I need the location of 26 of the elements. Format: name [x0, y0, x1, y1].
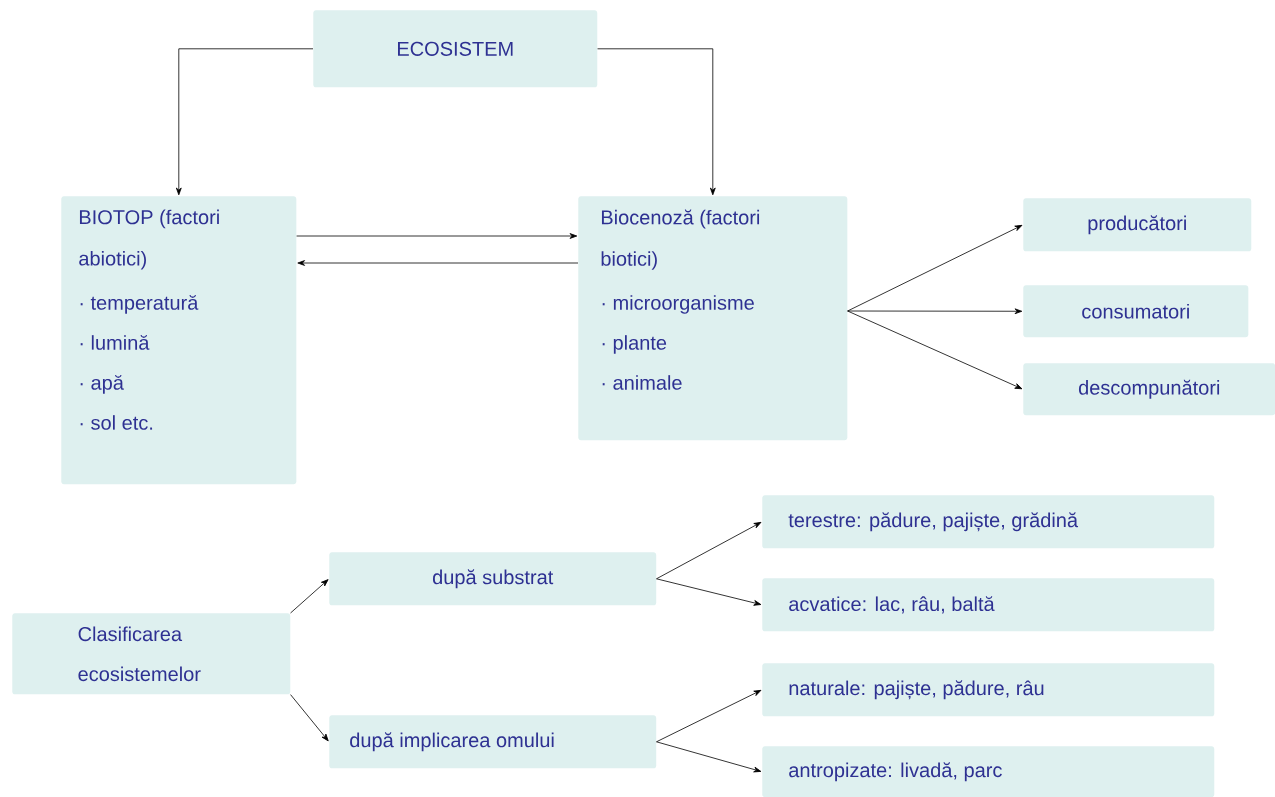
text-box: consumatori [1023, 285, 1249, 338]
text-box: după substrat [329, 552, 657, 606]
arrow [656, 578, 762, 606]
text-box: Biocenoză (factori biotici) · microorganisme · plante · animale [578, 196, 848, 441]
arrow [847, 224, 1023, 312]
text-box: terestre: pădure, pajiște, grădină [762, 495, 1215, 549]
text-box: BIOTOP (factori abiotici) · temperatură · lumină · apă · sol etc. [61, 196, 297, 485]
arrow [297, 260, 579, 266]
arrow [656, 521, 762, 580]
arrow [847, 308, 1023, 315]
text-box: naturale: pajiște, pădure, râu [762, 663, 1215, 717]
text-box: producători [1023, 198, 1252, 252]
arrow [175, 48, 314, 196]
arrow [290, 579, 329, 614]
text-box: antropizate: livadă, parc [762, 746, 1215, 797]
text-box: acvatice: lac, râu, baltă [762, 578, 1215, 632]
arrow [597, 48, 716, 196]
arrow [847, 310, 1023, 390]
text-box: descompunători [1023, 363, 1275, 416]
arrow [290, 694, 329, 742]
arrow [656, 689, 762, 743]
arrow [296, 233, 578, 239]
text-box: după implicarea omului [329, 715, 657, 769]
text-box: ECOSISTEM [313, 10, 598, 88]
text-box: Clasificarea ecosistemelor [12, 613, 291, 695]
arrow [656, 741, 762, 773]
